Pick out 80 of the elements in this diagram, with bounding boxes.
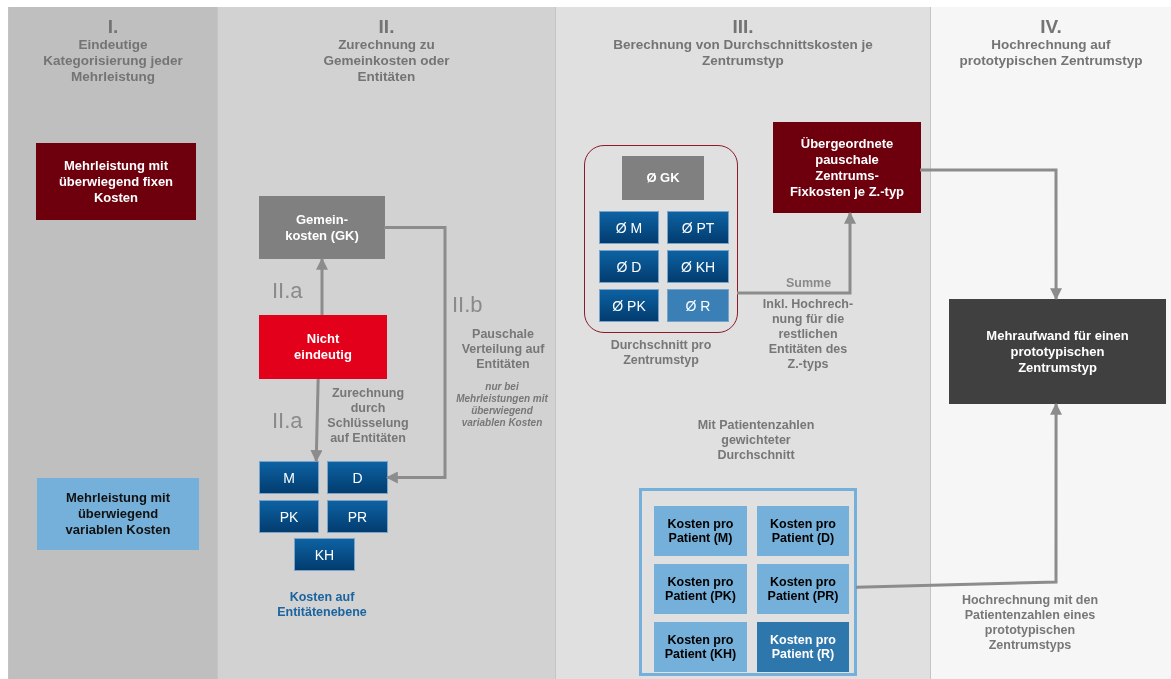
process-box — [37, 478, 199, 550]
connector-arrow — [384, 226, 447, 484]
entity-tile — [667, 211, 729, 244]
section-number: IV. — [1040, 17, 1062, 37]
entity-tile — [259, 500, 319, 533]
box-label: Kosten pro Patient (PK) — [664, 575, 737, 603]
box-label: Ø GK — [646, 170, 680, 186]
box-label: Kosten pro Patient (KH) — [663, 633, 738, 661]
entity-tile — [599, 211, 659, 244]
group-frame — [639, 488, 857, 676]
box-label: Ø R — [685, 297, 711, 314]
entity-tile — [294, 538, 355, 571]
caption-text: Mit Patientenzahlen gewichteter Durchschnitt — [696, 418, 816, 463]
box-label: Ø PT — [681, 219, 715, 236]
section-heading: Eindeutige Kategorisierung jeder Mehrleistung — [42, 37, 184, 85]
section-heading: Hochrechnung auf prototypischen Zentrumstyp — [958, 37, 1144, 69]
entity-tile — [599, 289, 659, 322]
connector-arrow — [920, 168, 1063, 301]
cost-cell — [654, 622, 747, 672]
group-frame — [584, 145, 738, 333]
edge-label: II.a — [272, 278, 303, 304]
annotation-text: Hochrechnung mit den Patientenzahlen eines prototypischen Zentrumstyps — [960, 593, 1100, 653]
column-panel — [555, 7, 930, 679]
process-box — [949, 299, 1166, 404]
edge-label: II.a — [272, 408, 303, 434]
entity-tile — [599, 250, 659, 283]
section-number: I. — [107, 17, 119, 37]
box-label: Kosten pro Patient (D) — [769, 517, 837, 545]
annotation-text: Kosten auf Entitätenebene — [276, 590, 368, 620]
annotation-text: Inkl. Hochrech- nung für die restlichen Entitäten des Z.-typs — [761, 297, 855, 372]
box-label: Ø KH — [680, 258, 716, 275]
entity-tile — [667, 250, 729, 283]
edge-label: Summe — [786, 276, 832, 290]
box-label: Ø D — [616, 258, 642, 275]
connector-arrow — [737, 211, 856, 295]
box-label: KH — [314, 546, 335, 563]
section-heading: Berechnung von Durchschnittskosten je Zentrumstyp — [612, 37, 874, 69]
box-label: Mehrleistung mit überwiegend variablen Kosten — [64, 490, 172, 538]
box-label: M — [283, 469, 295, 486]
connector-arrow — [855, 402, 1063, 589]
box-label: Mehraufwand für einen prototypischen Zentrumstyp — [985, 327, 1130, 376]
box-label: PR — [347, 508, 368, 525]
box-label: Nicht eindeutig — [293, 331, 353, 363]
column-panel — [8, 7, 217, 679]
cost-cell — [654, 564, 747, 614]
section-number: II. — [378, 17, 395, 37]
process-box — [773, 122, 921, 213]
annotation-text: Zurechnung durch Schlüsselung auf Entitäten — [326, 386, 410, 446]
column-panel — [930, 7, 1171, 679]
section-number: III. — [732, 17, 754, 37]
box-label: PK — [279, 508, 299, 525]
annotation-text: Pauschale Verteilung auf Entitäten — [460, 327, 546, 372]
box-label: D — [352, 469, 363, 486]
cost-cell — [757, 564, 849, 614]
process-box — [622, 156, 704, 200]
caption-text: Durchschnitt pro Zentrumstyp — [609, 338, 713, 368]
process-box — [36, 143, 196, 220]
box-label: Ø M — [615, 219, 643, 236]
box-label: Mehrleistung mit überwiegend fixen Kosten — [57, 157, 175, 206]
connector-arrow — [316, 257, 328, 315]
entity-tile — [327, 461, 388, 494]
edge-label: II.b — [452, 292, 483, 318]
box-label: Kosten pro Patient (PR) — [766, 575, 840, 603]
box-label: Kosten pro Patient (M) — [666, 517, 735, 545]
process-box — [259, 196, 385, 259]
column-panel — [217, 7, 555, 679]
box-label: Ø PK — [612, 297, 646, 314]
box-label: Übergeordnete pauschale Zentrums-Fixkosten je Z.-typ — [788, 135, 906, 200]
cost-cell — [654, 506, 747, 556]
box-label: Kosten pro Patient (R) — [769, 633, 837, 661]
section-heading: Zurechnung zu Gemeinkosten oder Entitäten — [322, 37, 451, 85]
note-text: nur bei Mehrleistungen mit überwiegend variablen Kosten — [455, 381, 549, 429]
connector-arrow — [310, 378, 323, 463]
cost-cell — [757, 622, 849, 672]
entity-tile — [667, 289, 729, 322]
box-label: Gemein- kosten (GK) — [284, 211, 360, 244]
entity-tile — [327, 500, 388, 533]
process-box — [259, 315, 387, 379]
cost-cell — [757, 506, 849, 556]
entity-tile — [259, 461, 319, 494]
